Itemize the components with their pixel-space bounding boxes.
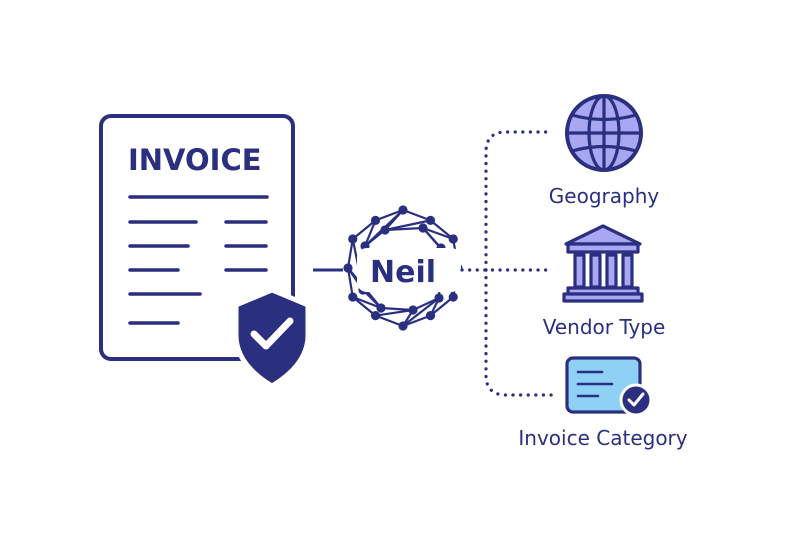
hub-node — [434, 293, 444, 303]
dotted-connectors — [460, 130, 554, 397]
connector-hub-to-invoice-category — [484, 268, 554, 397]
hub-edge — [402, 208, 431, 222]
hub-node — [348, 292, 358, 302]
hub-node — [343, 263, 353, 273]
hub-edge — [352, 296, 377, 317]
hub-node — [425, 311, 436, 321]
hub-edge — [380, 306, 414, 312]
invoice-document: INVOICE — [99, 114, 295, 361]
neil-network-hub: Neil — [343, 205, 463, 331]
connector-hub-to-geography — [484, 130, 554, 272]
invoice-text-lines — [128, 195, 269, 325]
invoice-category-label: Invoice Category — [518, 426, 687, 450]
hub-edge — [402, 314, 431, 328]
hub-node — [448, 292, 458, 302]
hub-node — [425, 215, 436, 225]
hub-node — [418, 223, 428, 233]
hub-node — [448, 234, 458, 244]
hub-edge — [429, 296, 454, 317]
hub-edge — [375, 308, 414, 317]
hub-edge — [363, 219, 377, 247]
document-card-check-icon — [565, 356, 653, 417]
hub-node — [398, 205, 408, 215]
vendor-type-label: Vendor Type — [543, 315, 666, 339]
globe-icon — [565, 94, 643, 172]
hub-edge — [375, 208, 404, 222]
invoice-title: INVOICE — [128, 143, 262, 177]
hub-edge — [346, 238, 354, 269]
hub-edge — [352, 295, 382, 310]
hub-node — [380, 225, 390, 235]
hub-edge — [422, 226, 454, 241]
hub-node — [398, 321, 408, 331]
geography-label: Geography — [549, 184, 660, 208]
hub-edge — [402, 297, 440, 327]
hub-label: Neil — [370, 255, 436, 290]
hub-edge — [346, 267, 354, 298]
hub-edge — [352, 219, 377, 240]
hub-edge — [384, 226, 424, 232]
bank-building-icon — [562, 224, 644, 303]
hub-node — [348, 234, 358, 244]
hub-edge — [375, 314, 404, 328]
hub-edge — [429, 219, 454, 240]
hub-node — [376, 303, 386, 313]
hub-edge — [412, 297, 440, 311]
hub-node — [370, 215, 381, 225]
hub-node — [408, 305, 418, 315]
hub-node — [370, 311, 381, 321]
shield-check-icon — [233, 287, 311, 389]
hub-edge — [384, 219, 431, 232]
invoice-page — [99, 114, 295, 361]
hub-label-backdrop — [357, 248, 461, 292]
